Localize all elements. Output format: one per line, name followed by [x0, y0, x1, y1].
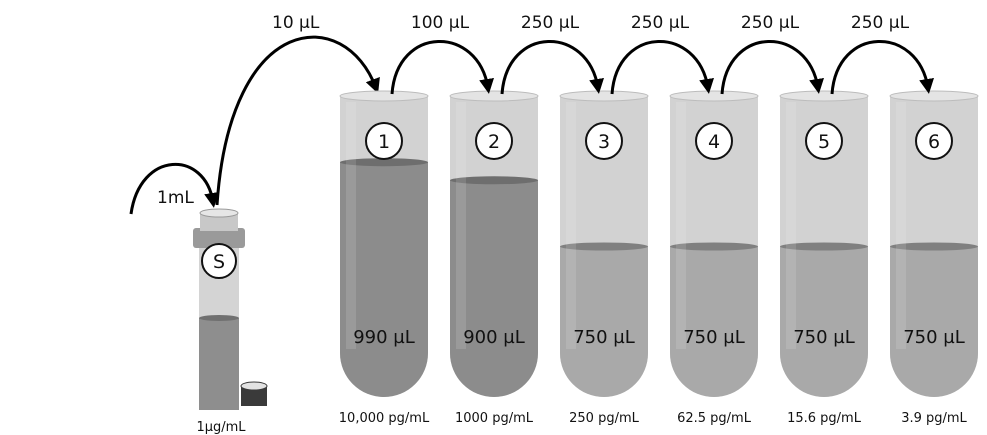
tube-liquid — [560, 246, 648, 397]
tube-concentration: 3.9 pg/mL — [901, 411, 967, 426]
transfer-arrow — [500, 40, 604, 95]
tube-liquid — [780, 246, 868, 397]
transfer-volume: 250 µL — [851, 13, 910, 33]
tube-volume: 990 µL — [353, 327, 415, 348]
stock-label-circle — [201, 243, 237, 279]
tube-volume: 750 µL — [793, 327, 855, 348]
tube-volume: 900 µL — [463, 327, 525, 348]
tube-rim — [449, 90, 539, 102]
tube-volume: 750 µL — [903, 327, 965, 348]
tube-sheen — [676, 102, 686, 349]
stock-vial-neck — [200, 213, 238, 231]
dilution-tube: 5 750 µL 15.6 pg/mL — [779, 90, 869, 426]
stock-vial-mouth — [199, 208, 239, 218]
tube-concentration: 250 pg/mL — [569, 411, 639, 426]
tube-rim — [779, 90, 869, 102]
tube-liquid-surface — [450, 176, 538, 185]
tube-sheen — [346, 102, 356, 349]
stock-vial-liquid-surface — [199, 315, 239, 321]
tube-sheen — [456, 102, 466, 349]
tube-number: 3 — [598, 131, 610, 153]
tube-liquid-surface — [890, 242, 978, 251]
tube-liquid-surface — [670, 242, 758, 251]
stock-vial-collar — [193, 228, 245, 248]
tube-liquid — [450, 180, 538, 397]
stock-concentration: 1µg/mL — [196, 420, 246, 435]
tube-number: 6 — [928, 131, 940, 153]
tube-number-circle — [585, 122, 623, 160]
tube-rim — [889, 90, 979, 102]
stock-vial-cap-top — [240, 381, 268, 391]
dilution-tube: 6 750 µL 3.9 pg/mL — [889, 90, 979, 426]
stock-vial-liquid — [199, 318, 239, 410]
tube-number-circle — [695, 122, 733, 160]
tube-rim — [339, 90, 429, 102]
tube-liquid — [890, 246, 978, 397]
tube-volume: 750 µL — [573, 327, 635, 348]
tube-sheen — [896, 102, 906, 349]
stock-vial: S 1µg/mL — [193, 208, 268, 435]
transfer-arrow-1 — [215, 35, 380, 206]
tube-rim — [669, 90, 759, 102]
tube-rim — [559, 90, 649, 102]
stock-transfer-arrow — [129, 163, 220, 215]
transfer-arrow — [390, 40, 494, 95]
tube-concentration: 62.5 pg/mL — [677, 411, 752, 426]
tube-liquid-surface — [560, 242, 648, 251]
tube-sheen — [566, 102, 576, 349]
transfer-volume-1: 10 µL — [272, 13, 320, 33]
tube-number: 2 — [488, 131, 500, 153]
tube-liquid-surface — [340, 158, 428, 167]
dilution-tube: 4 750 µL 62.5 pg/mL — [669, 90, 759, 426]
transfer-arrow — [610, 40, 714, 95]
tube-liquid-surface — [780, 242, 868, 251]
tube-number-circle — [805, 122, 843, 160]
tube-volume: 750 µL — [683, 327, 745, 348]
tube-concentration: 10,000 pg/mL — [339, 411, 430, 426]
dilution-tubes: 1 990 µL 10,000 pg/mL 2 900 µL 1000 pg/mL 3 750… — [339, 90, 979, 426]
tube-sheen — [786, 102, 796, 349]
tube-concentration: 15.6 pg/mL — [787, 411, 862, 426]
transfer-arrow — [720, 40, 824, 95]
tube-liquid — [670, 246, 758, 397]
transfer-volume: 250 µL — [631, 13, 690, 33]
tube-concentration: 1000 pg/mL — [455, 411, 534, 426]
tube-number-circle — [915, 122, 953, 160]
dilution-tube: 1 990 µL 10,000 pg/mL — [339, 90, 430, 426]
tube-number-circle — [475, 122, 513, 160]
transfer-volume: 250 µL — [741, 13, 800, 33]
tube-number: 1 — [378, 131, 390, 153]
tube-number: 4 — [708, 131, 720, 153]
transfer-arrow — [830, 40, 934, 95]
tube-number: 5 — [818, 131, 830, 153]
tube-liquid — [340, 162, 428, 397]
tube-number-circle — [365, 122, 403, 160]
stock-transfer-volume: 1mL — [157, 188, 194, 208]
transfer-volume: 100 µL — [411, 13, 470, 33]
stock-vial-cap — [241, 386, 267, 406]
transfer-volume: 250 µL — [521, 13, 580, 33]
dilution-tube: 2 900 µL 1000 pg/mL — [449, 90, 539, 426]
dilution-tube: 3 750 µL 250 pg/mL — [559, 90, 649, 426]
stock-label: S — [213, 251, 225, 273]
dilution-transfer-arrows: 100 µL 250 µL 250 µL 250 µL 250 µL — [390, 13, 934, 95]
